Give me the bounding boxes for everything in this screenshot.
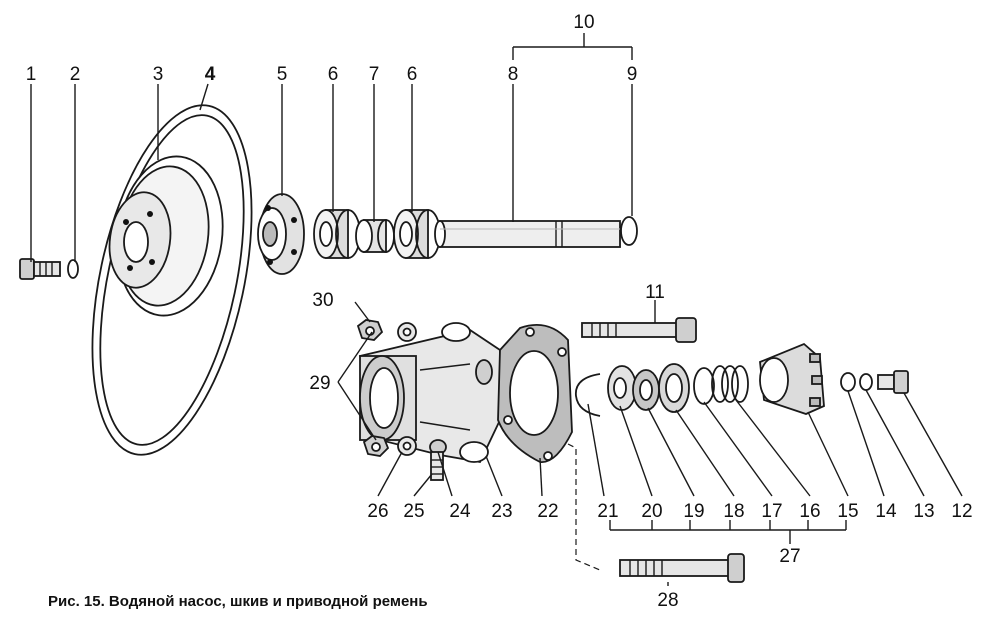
label-18: 18	[723, 501, 744, 522]
label-1: 1	[26, 64, 37, 85]
shaft-ring	[620, 216, 638, 246]
label-16: 16	[799, 501, 820, 522]
part-number-labels: 1 2 3 4 5 6 7 6 8 9 10 11 30 29 26 25 24…	[26, 12, 973, 611]
housing-gasket	[497, 324, 601, 571]
leader-lines	[30, 83, 963, 586]
label-9: 9	[627, 64, 638, 85]
label-17: 17	[761, 501, 782, 522]
seal-retainer	[658, 363, 690, 413]
label-7: 7	[369, 64, 380, 85]
hub-flange	[257, 193, 305, 275]
pump-housing	[358, 322, 501, 464]
pulley-bolt	[19, 258, 61, 280]
nut-washer-bottom	[362, 435, 417, 457]
label-12: 12	[951, 501, 972, 522]
label-10: 10	[573, 12, 594, 33]
label-24: 24	[449, 501, 471, 522]
seal-ring	[632, 369, 660, 411]
seal-spring	[711, 365, 749, 403]
label-22: 22	[537, 501, 558, 522]
bearing-left	[313, 209, 361, 259]
impeller-washer	[840, 372, 856, 392]
nut-washer-top	[356, 319, 417, 342]
pump-shaft	[434, 220, 621, 248]
label-19: 19	[683, 501, 704, 522]
impeller-lock-washer	[859, 373, 873, 391]
housing-bolt	[581, 317, 697, 343]
label-5: 5	[277, 64, 288, 85]
figure-caption: Рис. 15. Водяной насос, шкив и приводной…	[48, 593, 428, 610]
label-3: 3	[153, 64, 164, 85]
label-4: 4	[205, 64, 216, 85]
thrust-washer	[607, 365, 637, 411]
label-15: 15	[837, 501, 858, 522]
label-13: 13	[913, 501, 934, 522]
impeller-bolt	[877, 370, 909, 394]
label-26: 26	[367, 501, 388, 522]
label-11: 11	[645, 282, 665, 303]
label-6-left: 6	[328, 64, 339, 85]
label-30: 30	[312, 290, 333, 311]
label-28: 28	[657, 590, 678, 611]
label-2: 2	[70, 64, 81, 85]
long-mounting-bolt	[619, 553, 745, 583]
label-25: 25	[403, 501, 424, 522]
label-8: 8	[508, 64, 519, 85]
drive-belt	[91, 104, 253, 456]
label-6-right: 6	[407, 64, 418, 85]
lock-washer	[67, 259, 79, 279]
label-21: 21	[597, 501, 618, 522]
snap-ring	[575, 373, 601, 417]
label-29: 29	[309, 373, 330, 394]
label-20: 20	[641, 501, 662, 522]
impeller	[759, 342, 825, 415]
bearing-right	[393, 209, 441, 259]
seal-kit-bracket	[609, 520, 847, 544]
housing-stud	[429, 439, 447, 481]
shaft-assembly-bracket	[512, 33, 633, 60]
label-23: 23	[491, 501, 512, 522]
spring-cup	[693, 367, 715, 405]
label-14: 14	[875, 501, 897, 522]
pulley	[108, 155, 224, 317]
label-27: 27	[779, 546, 800, 567]
bearing-spacer	[355, 219, 395, 253]
